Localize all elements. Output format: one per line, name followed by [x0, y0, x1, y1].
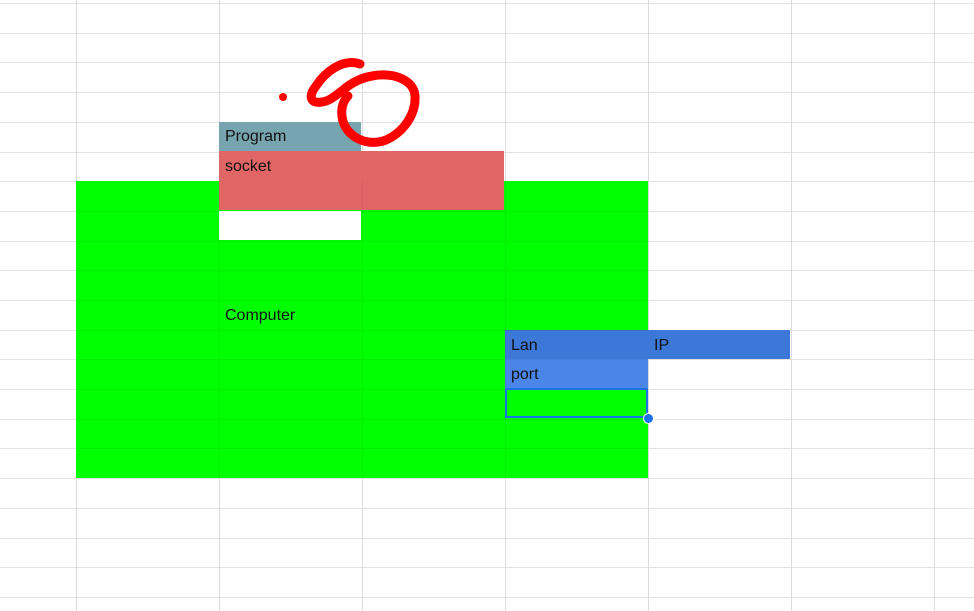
red-ink-loop [306, 58, 420, 147]
row-gridline [0, 597, 974, 598]
cell-socket[interactable]: socket [225, 158, 272, 175]
cell-computer[interactable]: Computer [225, 307, 296, 324]
selected-cell-border[interactable] [505, 388, 648, 418]
fill-handle[interactable] [643, 413, 654, 424]
fill-row-gridline [76, 419, 648, 420]
red-ink-dot [279, 93, 287, 101]
fill-column-gridline [505, 181, 506, 478]
column-gridline [934, 0, 935, 611]
fill-column-gridline [219, 181, 220, 478]
row-gridline [0, 538, 974, 539]
fill-column-gridline [362, 181, 363, 478]
row-gridline [0, 62, 974, 63]
fill-row-gridline [76, 448, 648, 449]
socket-red-fill[interactable] [219, 151, 504, 210]
fill-row-gridline [76, 359, 648, 360]
fill-row-gridline [76, 330, 648, 331]
row-gridline [0, 567, 974, 568]
fill-row-gridline [76, 389, 648, 390]
green-range-fill[interactable] [76, 181, 648, 478]
cell-lan[interactable]: Lan [511, 337, 538, 354]
fill-row-gridline [76, 270, 648, 271]
row-gridline [0, 122, 974, 123]
fill-row-gridline [76, 300, 648, 301]
cell-port[interactable]: port [511, 366, 539, 383]
row-gridline [0, 508, 974, 509]
row-gridline [0, 3, 974, 4]
cell-program[interactable]: Program [225, 128, 287, 145]
column-gridline [791, 0, 792, 611]
ip-cell-fill[interactable] [648, 330, 790, 359]
program-cell-fill[interactable] [219, 122, 361, 151]
column-gridline [648, 0, 649, 611]
row-gridline [0, 92, 974, 93]
lan-cell-fill[interactable] [505, 330, 648, 359]
row-gridline [0, 478, 974, 479]
port-cell-fill[interactable] [505, 359, 648, 388]
row-gridline [0, 33, 974, 34]
fill-row-gridline [76, 211, 648, 212]
cell-ip[interactable]: IP [654, 337, 670, 354]
fill-row-gridline [76, 241, 648, 242]
white-cell-gap[interactable] [219, 211, 361, 240]
